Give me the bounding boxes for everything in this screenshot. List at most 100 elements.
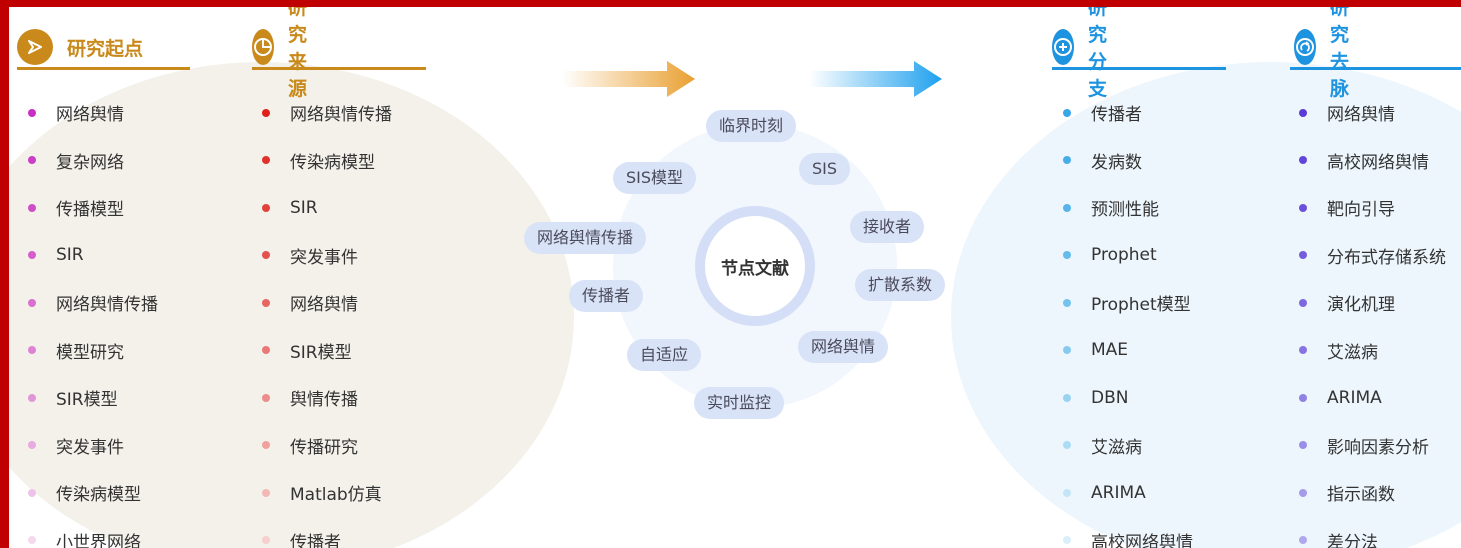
list-item[interactable]: 指示函数 (1299, 469, 1446, 517)
item-label: Matlab仿真 (290, 485, 382, 506)
list-item[interactable]: 网络舆情 (1299, 89, 1446, 137)
list-item[interactable]: Prophet (1063, 232, 1193, 280)
center-node[interactable]: 节点文献 (695, 206, 815, 326)
bullet-dot (28, 393, 36, 402)
bullet-dot (28, 156, 36, 165)
item-label: 网络舆情 (1327, 105, 1395, 126)
item-label: MAE (1091, 340, 1129, 361)
list-item[interactable]: 演化机理 (1299, 279, 1446, 327)
list-item[interactable]: SIR模型 (28, 374, 158, 422)
list-item[interactable]: 传播模型 (28, 184, 158, 232)
list-item[interactable]: 突发事件 (28, 422, 158, 470)
pie-icon (252, 29, 274, 65)
column-underline (1052, 67, 1226, 70)
list-item[interactable]: 高校网络舆情 (1063, 517, 1193, 548)
list-item[interactable]: DBN (1063, 374, 1193, 422)
list-item[interactable]: 传播者 (262, 517, 392, 548)
list-item[interactable]: Prophet模型 (1063, 279, 1193, 327)
list-item[interactable]: 网络舆情 (262, 279, 392, 327)
keyword-bubble[interactable]: 扩散系数 (855, 269, 946, 301)
list-item[interactable]: MAE (1063, 327, 1193, 375)
list-item[interactable]: 网络舆情传播 (28, 279, 158, 327)
bullet-dot (1063, 488, 1071, 497)
item-label: SIR (56, 245, 84, 266)
keyword-list: 网络舆情 高校网络舆情 靶向引导 分布式存储系统 演化机理 艾滋病 ARIMA … (1299, 89, 1446, 548)
list-item[interactable]: SIR模型 (262, 327, 392, 375)
bullet-dot (1063, 203, 1071, 212)
item-label: 复杂网络 (56, 152, 124, 173)
item-label: 艾滋病 (1327, 342, 1378, 363)
bullet-dot (28, 488, 36, 497)
item-label: 差分法 (1327, 532, 1378, 548)
item-label: 传播研究 (290, 437, 358, 458)
list-item[interactable]: 网络舆情传播 (262, 89, 392, 137)
list-item[interactable]: 预测性能 (1063, 184, 1193, 232)
bullet-dot (262, 441, 270, 450)
list-item[interactable]: 分布式存储系统 (1299, 232, 1446, 280)
bullet-dot (1063, 251, 1071, 260)
keyword-bubble[interactable]: 网络舆情传播 (524, 222, 647, 254)
item-label: 突发事件 (290, 247, 358, 268)
item-label: 艾滋病 (1091, 437, 1142, 458)
list-item[interactable]: 舆情传播 (262, 374, 392, 422)
column-title: 研究去脉 (1330, 7, 1350, 100)
column-header: 研究去脉 (1294, 7, 1363, 100)
list-item[interactable]: 高校网络舆情 (1299, 137, 1446, 185)
refresh-icon (1294, 29, 1316, 65)
item-label: 传播模型 (56, 200, 124, 221)
citation-network-diagram: 研究起点 网络舆情 复杂网络 传播模型 SIR 网络舆情传播 模型研究 SIR模… (9, 7, 1461, 548)
keyword-bubble[interactable]: 实时监控 (694, 387, 785, 419)
list-item[interactable]: ARIMA (1063, 469, 1193, 517)
bullet-dot (1299, 251, 1307, 260)
list-item[interactable]: 艾滋病 (1299, 327, 1446, 375)
center-node-label: 节点文献 (721, 258, 789, 279)
item-label: DBN (1091, 387, 1129, 408)
bullet-dot (28, 298, 36, 307)
orange-arrow-icon (562, 61, 695, 97)
item-label: 舆情传播 (290, 390, 358, 411)
item-label: 分布式存储系统 (1327, 247, 1446, 268)
item-label: 高校网络舆情 (1327, 152, 1429, 173)
list-item[interactable]: SIR (28, 232, 158, 280)
item-label: 演化机理 (1327, 295, 1395, 316)
keyword-bubble[interactable]: 接收者 (850, 211, 925, 243)
keyword-bubble[interactable]: SIS (799, 153, 851, 185)
list-item[interactable]: ARIMA (1299, 374, 1446, 422)
item-label: 网络舆情传播 (56, 295, 158, 316)
bullet-dot (28, 536, 36, 545)
list-item[interactable]: 复杂网络 (28, 137, 158, 185)
list-item[interactable]: 网络舆情 (28, 89, 158, 137)
keyword-list: 网络舆情 复杂网络 传播模型 SIR 网络舆情传播 模型研究 SIR模型 突发事… (28, 89, 158, 548)
list-item[interactable]: 模型研究 (28, 327, 158, 375)
list-item[interactable]: 差分法 (1299, 517, 1446, 548)
column-header: 研究起点 (17, 25, 143, 69)
bullet-dot (28, 203, 36, 212)
list-item[interactable]: 发病数 (1063, 137, 1193, 185)
list-item[interactable]: SIR (262, 184, 392, 232)
item-label: 模型研究 (56, 342, 124, 363)
list-item[interactable]: 艾滋病 (1063, 422, 1193, 470)
list-item[interactable]: 传播研究 (262, 422, 392, 470)
list-item[interactable]: 影响因素分析 (1299, 422, 1446, 470)
bullet-dot (1063, 441, 1071, 450)
list-item[interactable]: 小世界网络 (28, 517, 158, 548)
keyword-bubble[interactable]: SIS模型 (613, 162, 697, 194)
bullet-dot (1063, 156, 1071, 165)
list-item[interactable]: 突发事件 (262, 232, 392, 280)
keyword-bubble[interactable]: 传播者 (569, 280, 644, 312)
bullet-dot (1299, 441, 1307, 450)
bullet-dot (1299, 346, 1307, 355)
item-label: Prophet (1091, 245, 1157, 266)
keyword-bubble[interactable]: 临界时刻 (706, 110, 797, 142)
list-item[interactable]: 靶向引导 (1299, 184, 1446, 232)
list-item[interactable]: 传染病模型 (28, 469, 158, 517)
bullet-dot (262, 346, 270, 355)
keyword-bubble[interactable]: 自适应 (627, 339, 702, 371)
list-item[interactable]: Matlab仿真 (262, 469, 392, 517)
column-title: 研究来源 (288, 7, 308, 100)
item-label: 发病数 (1091, 152, 1142, 173)
keyword-bubble[interactable]: 网络舆情 (798, 331, 889, 363)
item-label: 网络舆情传播 (290, 105, 392, 126)
list-item[interactable]: 传染病模型 (262, 137, 392, 185)
list-item[interactable]: 传播者 (1063, 89, 1193, 137)
